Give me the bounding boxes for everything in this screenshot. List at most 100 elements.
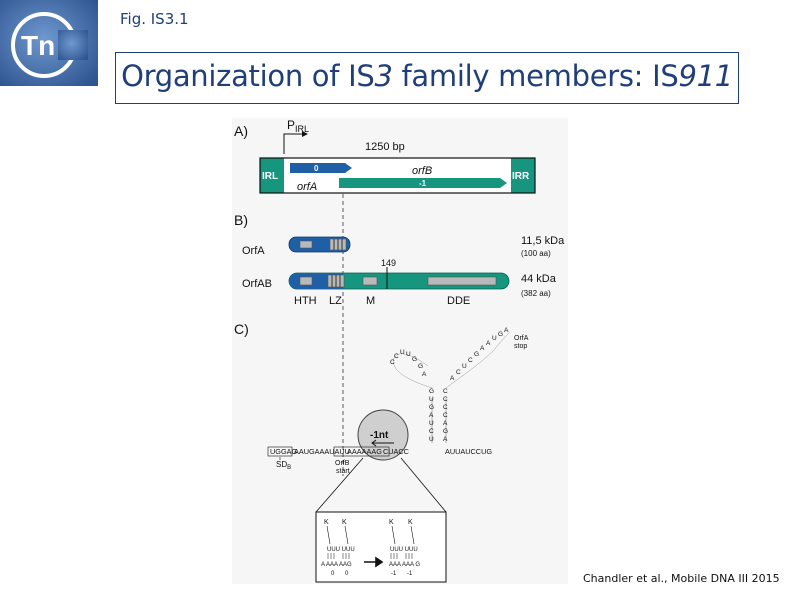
- orfAB-aa: (382 aa): [521, 289, 551, 298]
- trna-anticodon-right: UUU UUU: [390, 547, 418, 553]
- title-box: Organization of IS3 family members: IS91…: [115, 52, 739, 104]
- orfB-frame-label: -1: [419, 179, 427, 188]
- tn-logo: Tn: [0, 0, 98, 86]
- promoter-arrowhead-icon: [302, 131, 308, 137]
- codon-k: K: [389, 519, 394, 526]
- sd-label: SDB: [276, 460, 291, 471]
- stem-left-base: C: [429, 428, 434, 435]
- irl-box: [260, 158, 284, 193]
- loop-base: A: [422, 371, 427, 378]
- loop-base: G: [418, 363, 423, 370]
- inset-box: [315, 511, 447, 583]
- title-part: family members: IS: [392, 59, 679, 93]
- domain-dde: DDE: [447, 295, 470, 307]
- frame-right: -1: [407, 571, 413, 577]
- loop-base: U: [400, 349, 405, 356]
- sd-box: [267, 446, 293, 457]
- loop-base: C: [390, 359, 395, 366]
- stem-right-base: C: [443, 396, 448, 403]
- frame-left: 0: [331, 571, 335, 577]
- orfAB-protein-label: OrfAB: [242, 278, 272, 290]
- zoom-line-left: [315, 457, 364, 513]
- stem-right-base: A: [443, 420, 448, 427]
- loop-base: A: [504, 327, 509, 334]
- orfA-aa: (100 aa): [521, 249, 551, 258]
- loop-base: C: [394, 353, 399, 360]
- orfB-start-label: start: [336, 468, 350, 475]
- mrna-left: AAUGAAAUAUU: [294, 447, 350, 456]
- stem-left-base: G: [429, 404, 434, 411]
- irr-label: IRR: [512, 171, 530, 182]
- irr-box: [511, 158, 535, 193]
- orfAB-mass: 44 kDa: [521, 273, 557, 285]
- orfA-arrow: [290, 163, 352, 173]
- element-border: [259, 157, 536, 194]
- panel-a-label: A): [234, 123, 248, 139]
- logo-text: Tn: [21, 30, 55, 61]
- stem-right-base: A: [443, 436, 448, 443]
- loop-base: C: [456, 369, 461, 376]
- dde-domain: [427, 276, 497, 286]
- m-domain: [362, 276, 378, 286]
- stem-right-base: G: [443, 428, 448, 435]
- orfA-mass: 11,5 kDa: [521, 235, 565, 247]
- stem-left-base: A: [429, 412, 434, 419]
- domain-m: M: [366, 295, 375, 307]
- promoter-label: PIRL: [287, 118, 309, 134]
- frameshift-label: -1nt: [370, 430, 389, 441]
- slippery-sequence: AAAAAAG: [347, 447, 382, 456]
- loop-base: G: [474, 351, 479, 358]
- orfA-label: orfA: [297, 181, 317, 193]
- shift-arrow-icon: [364, 556, 384, 568]
- domain-hth: HTH: [294, 295, 317, 307]
- is911-figure: A) PIRL 1250 bp IRL IRR 0 -1 orfB orfA B…: [232, 118, 568, 584]
- mrna-mid: CUACC: [383, 447, 409, 456]
- figure-label: Fig. IS3.1: [120, 10, 189, 28]
- orfB-arrow: [339, 178, 507, 188]
- loop-base: U: [406, 351, 411, 358]
- loop-base: A: [450, 375, 455, 382]
- loop-base: U: [492, 335, 497, 342]
- orfB-start-label: OrfB: [335, 460, 350, 467]
- sd-sequence: UGGAG: [270, 447, 297, 456]
- loop-base: A: [480, 345, 485, 352]
- hth-domain-ab: [299, 276, 313, 286]
- page-title: Organization of IS3 family members: IS91…: [116, 59, 738, 93]
- stem-right-base: C: [443, 412, 448, 419]
- stem-left-base: G: [429, 388, 434, 395]
- hth-domain: [299, 240, 313, 249]
- citation: Chandler et al., Mobile DNA III 2015: [583, 572, 780, 585]
- panel-b-label: B): [234, 212, 248, 228]
- mrna-right: AUUAUCCUG: [445, 447, 492, 456]
- slippery-box: [333, 446, 390, 457]
- orfA-stop-label: stop: [514, 343, 527, 350]
- title-italic: 911: [678, 59, 733, 93]
- ribosome: [357, 409, 409, 461]
- stem-left-base: U: [429, 420, 434, 427]
- codon-k: K: [324, 519, 329, 526]
- stem-left-base: U: [429, 396, 434, 403]
- orfB-label: orfB: [412, 165, 432, 177]
- position-label: 149: [381, 258, 396, 268]
- zoom-line-right: [400, 457, 447, 513]
- loop-base: U: [462, 363, 467, 370]
- stem-left-base: U: [429, 436, 434, 443]
- trna-anticodon-left: UUU UUU: [327, 547, 355, 553]
- orfA-frame-label: 0: [314, 164, 319, 173]
- loop-base: G: [412, 356, 417, 363]
- loop-base: A: [486, 340, 491, 347]
- codon-k: K: [408, 519, 413, 526]
- codon-k: K: [342, 519, 347, 526]
- stem-loop: U C U A G U G A G A C C C C C C U U G G …: [390, 327, 511, 443]
- mrna-codons-right: AAA AAA G: [389, 562, 420, 568]
- title-italic: 3: [374, 59, 393, 93]
- panel-c-label: C): [234, 321, 249, 337]
- domain-lz: LZ: [329, 295, 342, 307]
- length-label: 1250 bp: [365, 141, 405, 153]
- loop-base: G: [498, 331, 503, 338]
- stem-right-base: C: [443, 404, 448, 411]
- promoter-arrow-icon: [283, 133, 302, 154]
- frame-right: -1: [391, 571, 397, 577]
- orfA-protein-label: OrfA: [242, 245, 265, 257]
- irl-label: IRL: [262, 171, 278, 182]
